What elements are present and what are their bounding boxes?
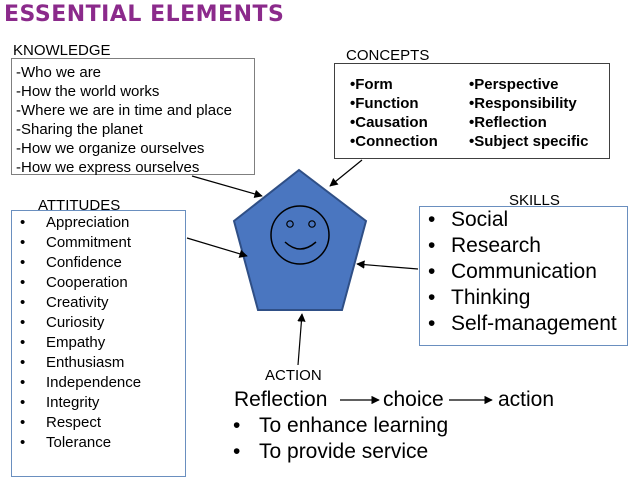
action-label: ACTION xyxy=(265,367,322,384)
attitude-item: • Respect xyxy=(20,413,185,433)
knowledge-item: -Where we are in time and place xyxy=(16,102,232,119)
attitude-item: • Integrity xyxy=(20,393,185,413)
skills-label: SKILLS xyxy=(509,192,560,209)
attitude-item: • Cooperation xyxy=(20,273,185,293)
attitude-label: Empathy xyxy=(46,334,106,351)
bullet: • xyxy=(20,354,26,371)
arrow-action xyxy=(297,313,306,366)
concept-item: •Form xyxy=(350,76,393,93)
arrow-concepts xyxy=(329,159,363,187)
smiley-face-icon xyxy=(270,205,330,265)
attitude-label: Curiosity xyxy=(46,314,105,331)
bullet: • xyxy=(233,440,241,463)
bullet: • xyxy=(428,286,436,309)
skills-list: • Social • Research • Communication • Thinki… xyxy=(420,207,627,337)
attitude-label: Confidence xyxy=(46,254,122,271)
bullet: • xyxy=(20,334,26,351)
attitude-item: • Confidence xyxy=(20,253,185,273)
attitude-item: • Empathy xyxy=(20,333,185,353)
attitude-item: • Creativity xyxy=(20,293,185,313)
knowledge-item: -How we organize ourselves xyxy=(16,140,205,157)
arrow-attitudes xyxy=(186,237,248,258)
action-flow-step: Reflection xyxy=(234,388,328,411)
concept-item: •Perspective xyxy=(469,76,559,93)
attitude-label: Independence xyxy=(46,374,142,391)
bullet: • xyxy=(428,312,436,335)
skill-item: • Research xyxy=(428,233,627,259)
attitude-item: • Enthusiasm xyxy=(20,353,185,373)
knowledge-item: -Sharing the planet xyxy=(16,121,143,138)
attitude-label: Appreciation xyxy=(46,214,130,231)
concepts-column-1: •Form •Function •Causation •Connection xyxy=(350,75,438,151)
skill-item: • Communication xyxy=(428,259,627,285)
bullet: • xyxy=(20,374,26,391)
attitude-item: • Commitment xyxy=(20,233,185,253)
skill-item: • Thinking xyxy=(428,285,627,311)
attitude-item: • Curiosity xyxy=(20,313,185,333)
attitude-label: Cooperation xyxy=(46,274,128,291)
concepts-column-2: •Perspective •Responsibility •Reflection… xyxy=(469,75,588,151)
bullet: • xyxy=(20,414,26,431)
page-title: ESSENTIAL ELEMENTS xyxy=(4,2,285,27)
action-list: • To enhance learning • To provide service xyxy=(227,413,448,465)
skill-label: Social xyxy=(451,208,509,231)
bullet: • xyxy=(20,294,26,311)
bullet: • xyxy=(20,314,26,331)
knowledge-item: -How we express ourselves xyxy=(16,159,200,176)
bullet: • xyxy=(20,434,26,451)
attitude-label: Integrity xyxy=(46,394,100,411)
bullet: • xyxy=(20,274,26,291)
concept-item: •Causation xyxy=(350,114,428,131)
bullet: • xyxy=(428,234,436,257)
bullet: • xyxy=(428,260,436,283)
attitude-item: • Independence xyxy=(20,373,185,393)
knowledge-box: -Who we are -How the world works -Where … xyxy=(11,58,255,177)
attitude-label: Commitment xyxy=(46,234,132,251)
concept-item: •Responsibility xyxy=(469,95,577,112)
skill-label: Communication xyxy=(451,260,597,283)
pentagon-shape xyxy=(232,168,368,311)
attitudes-list: • Appreciation • Commitment • Confidence • C… xyxy=(12,211,185,453)
attitude-label: Respect xyxy=(46,414,102,431)
attitudes-label: ATTITUDES xyxy=(38,197,121,214)
concepts-label: CONCEPTS xyxy=(346,47,430,64)
knowledge-item: -Who we are xyxy=(16,64,102,81)
bullet: • xyxy=(20,394,26,411)
arrow-knowledge xyxy=(191,175,263,198)
concepts-box: •Form •Function •Causation •Connection •… xyxy=(334,63,610,159)
bullet: • xyxy=(20,214,26,231)
skills-box: • Social • Research • Communication • Thinki… xyxy=(419,206,628,346)
skill-label: Self-management xyxy=(451,312,617,335)
skill-item: • Self-management xyxy=(428,311,627,337)
knowledge-list: -Who we are -How the world works -Where … xyxy=(12,59,254,177)
skill-label: Research xyxy=(451,234,541,257)
bullet: • xyxy=(233,414,241,437)
concept-item: •Subject specific xyxy=(469,133,589,150)
attitude-label: Enthusiasm xyxy=(46,354,125,371)
skill-item: • Social xyxy=(428,207,627,233)
concept-item: •Reflection xyxy=(469,114,547,131)
action-flow-step: action xyxy=(498,388,555,411)
action-box: Reflection choice action • To enhance lea… xyxy=(227,385,554,478)
action-item-label: To provide service xyxy=(259,440,429,463)
attitude-item: • Tolerance xyxy=(20,433,185,453)
attitudes-box: • Appreciation • Commitment • Confidence • C… xyxy=(11,210,186,477)
knowledge-label: KNOWLEDGE xyxy=(13,42,111,59)
bullet: • xyxy=(20,254,26,271)
arrow-skills xyxy=(356,260,419,270)
knowledge-item: -How the world works xyxy=(16,83,160,100)
concept-item: •Function xyxy=(350,95,419,112)
action-item-label: To enhance learning xyxy=(259,414,449,437)
action-item: • To provide service xyxy=(233,439,448,465)
concept-item: •Connection xyxy=(350,133,438,150)
attitude-label: Tolerance xyxy=(46,434,112,451)
attitude-label: Creativity xyxy=(46,294,109,311)
action-flow-step: choice xyxy=(383,388,444,411)
bullet: • xyxy=(428,208,436,231)
skill-label: Thinking xyxy=(451,286,531,309)
bullet: • xyxy=(20,234,26,251)
attitude-item: • Appreciation xyxy=(20,213,185,233)
action-item: • To enhance learning xyxy=(233,413,448,439)
